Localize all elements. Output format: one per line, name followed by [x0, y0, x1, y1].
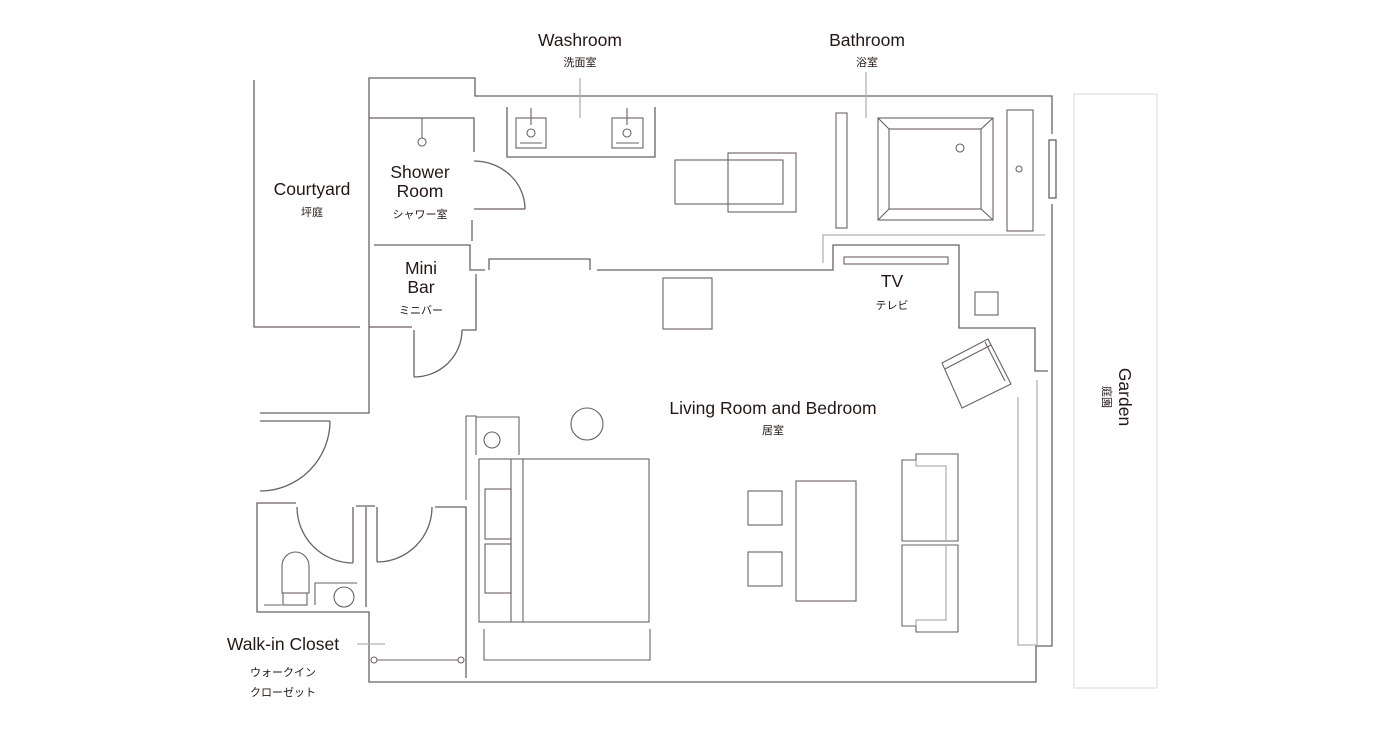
closet-wall: [435, 506, 467, 678]
shower-head-icon: [417, 137, 427, 147]
shower-room-label-ja: シャワー室: [393, 207, 448, 221]
bath-bench: [835, 112, 848, 229]
mini-bar-label-2: Bar: [407, 277, 434, 297]
shower-door: [473, 160, 526, 210]
tv-unit: [843, 256, 949, 265]
wc-partition: [356, 505, 375, 607]
wc-counter: [314, 582, 357, 605]
sink-icon: [611, 108, 644, 149]
tv-label-ja: テレビ: [876, 299, 909, 312]
desk: [662, 277, 713, 330]
walk-in-closet-label-ja: ウォークイン: [250, 666, 316, 679]
mini-bar-door: [369, 326, 463, 378]
mini-bar-label: Mini: [405, 258, 437, 278]
bathroom-wall: [822, 234, 1045, 263]
round-table: [570, 407, 604, 441]
wc-sink-icon: [333, 586, 355, 608]
washroom-label: Washroom: [538, 30, 622, 50]
bathroom-label-ja: 浴室: [856, 55, 878, 69]
walk-in-closet-label-ja-2: クローゼット: [250, 686, 316, 699]
hanger-rod: [370, 656, 465, 664]
garden-area: [1073, 93, 1158, 689]
entrance-wall: [260, 327, 370, 414]
mini-bar-wall: [374, 244, 485, 271]
curtain-rail: [1017, 380, 1038, 646]
armchair: [941, 338, 1012, 409]
wc-door: [296, 506, 354, 564]
living-top-wall: [597, 244, 1048, 372]
toilet-icon: [264, 551, 310, 606]
walk-in-closet-label: Walk-in Closet: [227, 634, 339, 654]
sink-icon: [515, 108, 547, 149]
bed-bench: [483, 629, 651, 661]
tv-label: TV: [881, 271, 904, 291]
garden-label-ja: 庭園: [1100, 386, 1114, 408]
lamp-icon: [483, 431, 501, 449]
living-room-label: Living Room and Bedroom: [669, 398, 876, 418]
faucet-icon: [1015, 165, 1023, 173]
bathroom-window: [1048, 139, 1057, 199]
entrance-door: [259, 420, 331, 492]
shower-wall: [369, 117, 475, 152]
washroom-label-ja: 洗面室: [564, 55, 597, 69]
mini-bar-label-ja: ミニバー: [399, 304, 443, 317]
ottoman: [747, 490, 783, 526]
courtyard-label: Courtyard: [274, 179, 351, 199]
side-table: [974, 291, 999, 316]
top-wall: [368, 77, 1053, 327]
living-room-label-ja: 居室: [762, 423, 784, 437]
mini-bar-right-wall: [462, 274, 477, 331]
stool: [727, 152, 797, 213]
washroom-counter-low: [488, 258, 591, 270]
courtyard-label-ja: 坪庭: [301, 205, 323, 219]
bed: [478, 458, 650, 623]
shower-room-label: Shower: [390, 162, 450, 182]
shower-room-label-2: Room: [397, 181, 444, 201]
closet-door: [376, 506, 433, 563]
bath-counter: [1006, 109, 1034, 232]
sofa: [901, 453, 959, 633]
bathtub-icon: [877, 117, 994, 221]
garden-label: Garden: [1115, 368, 1135, 426]
outer-wall: [256, 204, 1053, 683]
bench: [674, 159, 784, 205]
washroom-counter: [506, 107, 656, 158]
courtyard-wall: [253, 80, 360, 328]
nightstand: [465, 415, 520, 500]
bathroom-label: Bathroom: [829, 30, 905, 50]
coffee-table: [795, 480, 857, 602]
ottoman: [747, 551, 783, 587]
